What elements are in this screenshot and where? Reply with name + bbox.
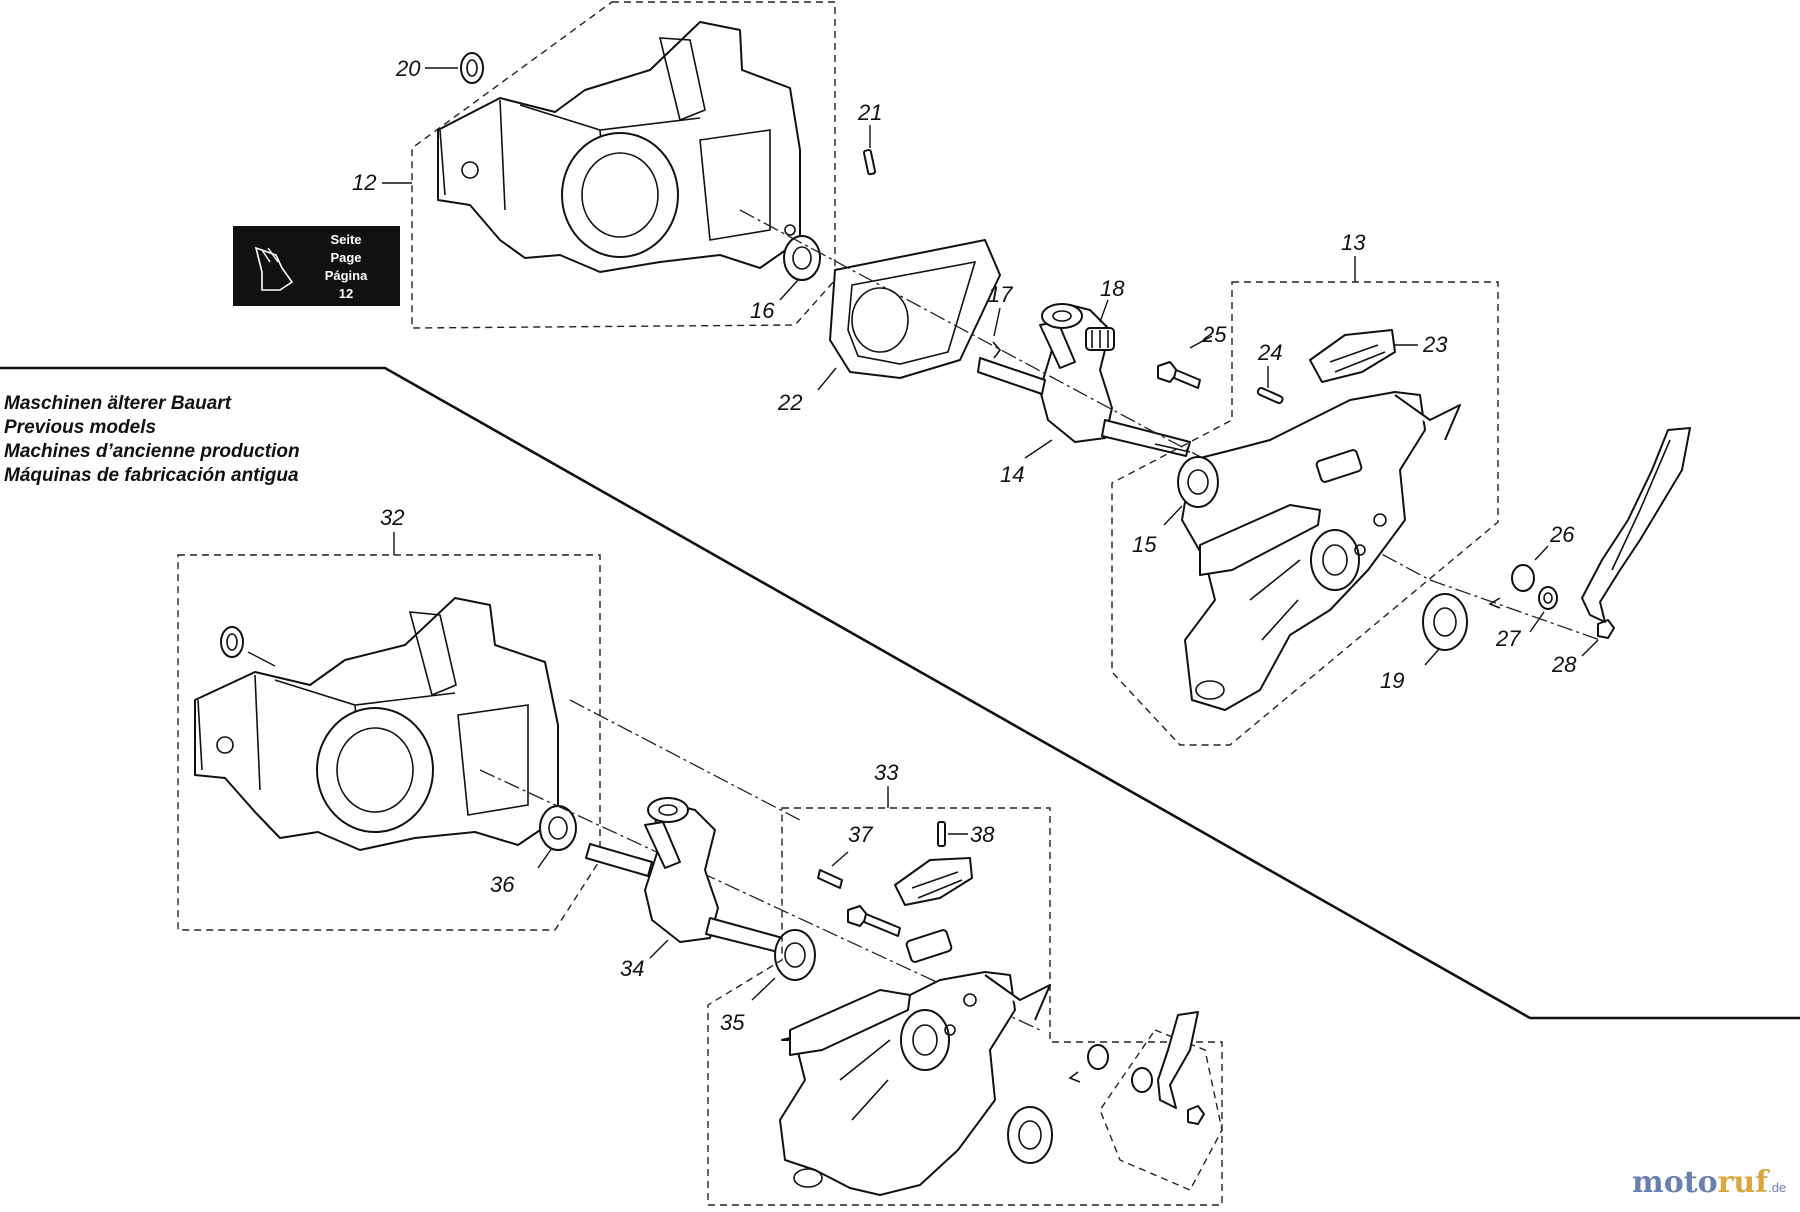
brake-lever-group-old: [1068, 1011, 1223, 1191]
seal-20: [425, 52, 484, 84]
pin-21: [862, 125, 877, 176]
screw-old: [847, 905, 901, 937]
callout-15: 15: [1132, 532, 1157, 557]
seal-36: [537, 805, 577, 869]
seal-19: [1422, 593, 1468, 666]
callout-20: 20: [395, 56, 421, 81]
callout-24: 24: [1257, 340, 1282, 365]
callout-27: 27: [1495, 626, 1521, 651]
legend-line-2: Previous models: [4, 417, 156, 438]
callout-32: 32: [380, 505, 404, 530]
motoruf-watermark: motoruf.de: [1632, 1165, 1786, 1200]
nut-28: [1581, 619, 1615, 657]
stud-37: [817, 851, 849, 889]
clip-26: [1488, 545, 1549, 609]
pin-38: [937, 821, 968, 847]
model-divider-line: [0, 366, 1800, 1020]
previous-models-legend: Maschinen älterer Bauart Previous models…: [4, 393, 300, 486]
lever-clip-23: [1309, 329, 1418, 383]
callout-13: 13: [1341, 230, 1366, 255]
gasket-22: [817, 239, 1001, 391]
washer-27: [1529, 586, 1558, 633]
callout-25: 25: [1201, 322, 1227, 347]
watermark-part-1: moto: [1632, 1165, 1718, 1200]
callout-33: 33: [874, 760, 899, 785]
callout-34: 34: [620, 956, 644, 981]
watermark-part-3: .de: [1768, 1180, 1786, 1195]
callout-26: 26: [1549, 522, 1575, 547]
ref-line-2: Page: [330, 250, 361, 265]
callout-12: 12: [352, 170, 376, 195]
watermark-part-2: ruf: [1718, 1165, 1771, 1200]
legend-line-1: Maschinen älterer Bauart: [4, 393, 232, 414]
crankshaft-34: [585, 797, 791, 959]
callout-35: 35: [720, 1010, 745, 1035]
callout-17: 17: [988, 282, 1013, 307]
callout-22: 22: [777, 390, 802, 415]
crankcase-half-33: [707, 807, 1223, 1206]
pin-24: [1256, 366, 1284, 405]
legend-line-3: Machines d’ancienne production: [4, 441, 300, 462]
callout-37: 37: [848, 822, 873, 847]
chain-brake-lever: [1581, 427, 1691, 623]
callout-38: 38: [970, 822, 995, 847]
callout-21: 21: [857, 100, 882, 125]
crankcase-half-13: [1111, 281, 1499, 746]
crankcase-half-12: [411, 1, 836, 329]
crankcase-half-32: [177, 554, 601, 931]
callout-16: 16: [750, 298, 775, 323]
seal-35: [751, 929, 816, 1001]
ref-line-3: Página: [325, 268, 368, 283]
seal-15: [1163, 456, 1219, 526]
callout-36: 36: [490, 872, 515, 897]
seal-old-bottom: [1007, 1106, 1053, 1164]
callout-numbers: 12 13 14 15 16 17 18 19 20 21 22 23 24 2…: [352, 56, 1577, 1035]
axis-line-bottom-pin: [569, 699, 801, 821]
needle-bearing-18: [1085, 299, 1115, 351]
callout-19: 19: [1380, 668, 1404, 693]
screw-25: [1157, 335, 1213, 389]
seal-old-top: [220, 626, 276, 667]
ref-line-4: 12: [339, 286, 353, 301]
ref-line-1: Seite: [330, 232, 361, 247]
pin-17: [992, 307, 1002, 359]
page-reference-box: Seite Page Página 12: [233, 226, 400, 306]
axis-line-right: [1429, 579, 1601, 641]
seal-16: [779, 235, 821, 301]
callout-14: 14: [1000, 462, 1024, 487]
callout-18: 18: [1100, 276, 1125, 301]
callout-23: 23: [1422, 332, 1448, 357]
svg-text:motoruf.de: motoruf.de: [1632, 1165, 1786, 1200]
legend-line-4: Máquinas de fabricación antigua: [4, 465, 299, 486]
callout-28: 28: [1551, 652, 1577, 677]
lever-clip-old: [894, 857, 973, 906]
